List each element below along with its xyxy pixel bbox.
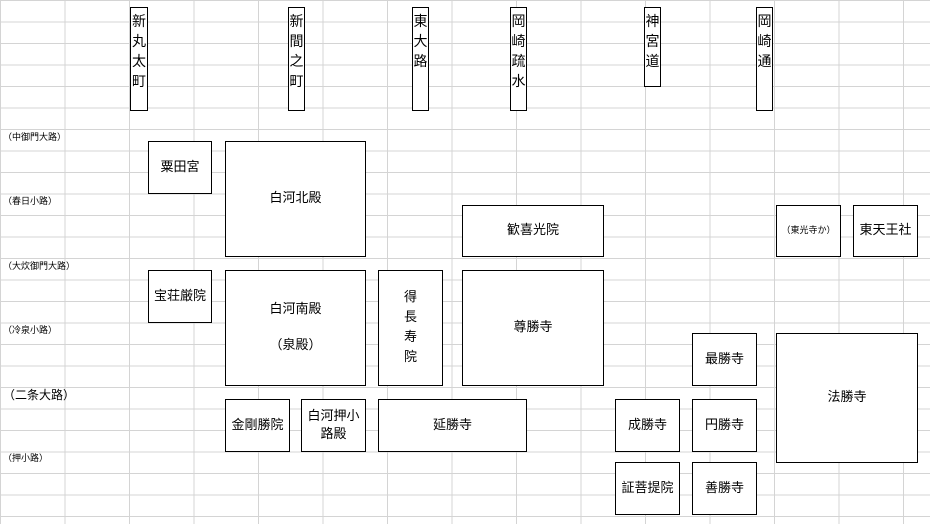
building-char: 得 [403, 290, 417, 305]
building-shirakawa-kitadono: 白河北殿 [225, 141, 366, 257]
building-label: 尊勝寺 [513, 320, 553, 335]
building-tokujuin: 得 長 寿 院 [378, 270, 443, 386]
street-char: 疏 [511, 54, 526, 70]
street-char: 東 [413, 14, 428, 30]
street-okazaki-sosui: 岡 崎 疏 水 [510, 7, 527, 111]
building-label: 白河北殿 [269, 191, 322, 206]
street-char: 岡 [511, 14, 526, 30]
street-char: 宮 [645, 34, 660, 50]
building-enshoji-circle: 円勝寺 [692, 399, 757, 452]
building-label: 路殿 [320, 426, 347, 442]
street-char: 道 [645, 54, 660, 70]
street-char: 町 [289, 74, 304, 90]
street-char: 崎 [757, 34, 772, 50]
street-char: 大 [413, 34, 428, 50]
street-char: 之 [289, 54, 304, 70]
building-char: 院 [403, 350, 417, 365]
street-char: 新 [132, 14, 146, 30]
building-label: 宝荘厳院 [153, 288, 206, 304]
building-hoshogonin: 宝荘厳院 [148, 270, 212, 323]
street-char: 水 [511, 74, 526, 90]
building-char: 長 [403, 310, 417, 325]
building-joshoji: 成勝寺 [615, 399, 680, 452]
street-char: 丸 [132, 34, 146, 50]
street-reizei-koji: （冷泉小路） [3, 326, 58, 336]
street-higashioji: 東 大 路 [412, 7, 429, 111]
building-char: 寿 [403, 330, 417, 345]
street-char: 間 [289, 34, 304, 50]
building-label: 証菩提院 [621, 480, 674, 496]
building-saishoji: 最勝寺 [692, 333, 757, 386]
building-label: 白河押小 [307, 408, 360, 424]
street-oimikado-oji: （大炊御門大路） [3, 262, 76, 272]
street-shin-ainomachi: 新 間 之 町 [288, 7, 305, 111]
building-zenshoji: 善勝寺 [692, 462, 757, 515]
building-label: 白河南殿 [269, 302, 322, 317]
building-shirakawa-oshikojidono: 白河押小 路殿 [301, 399, 366, 452]
street-char: 崎 [511, 34, 526, 50]
building-kankikoin: 歓喜光院 [462, 205, 604, 257]
building-label: （東光寺か） [781, 226, 836, 236]
building-higashitennosha: 東天王社 [853, 205, 918, 257]
street-char: 新 [289, 14, 304, 30]
building-sublabel: （泉殿） [269, 338, 322, 353]
building-sonshoji: 尊勝寺 [462, 270, 604, 386]
building-label: 歓喜光院 [506, 223, 559, 238]
building-label: 円勝寺 [704, 417, 744, 433]
street-nijo-oji: （二条大路） [3, 388, 76, 402]
street-char: 太 [132, 54, 146, 70]
street-okazaki-dori: 岡 崎 通 [756, 7, 773, 111]
building-label: 東天王社 [859, 223, 912, 238]
building-kongoshoin: 金剛勝院 [225, 399, 290, 452]
building-hoshoji: 法勝寺 [776, 333, 918, 463]
street-oshikoji: （押小路） [3, 454, 49, 464]
building-awatanomiya: 粟田宮 [148, 141, 212, 194]
building-label: 延勝寺 [432, 417, 472, 433]
building-label: 粟田宮 [160, 159, 200, 175]
building-shirakawa-minamidono: 白河南殿 （泉殿） [225, 270, 366, 386]
street-kasuga-koji: （春日小路） [3, 197, 58, 207]
street-shin-marutamachi: 新 丸 太 町 [130, 7, 148, 111]
building-label: 法勝寺 [827, 390, 867, 405]
building-shobodaiin: 証菩提院 [615, 462, 680, 515]
street-char: 岡 [757, 14, 772, 30]
building-enshoji: 延勝寺 [378, 399, 527, 452]
building-tokoji-ka: （東光寺か） [776, 205, 841, 257]
street-char: 通 [757, 54, 772, 70]
street-nakamikado-oji: （中御門大路） [3, 133, 67, 143]
building-label: 成勝寺 [627, 417, 667, 433]
street-char: 路 [413, 54, 428, 70]
street-char: 神 [645, 14, 660, 30]
building-label: 善勝寺 [704, 480, 744, 496]
street-char: 町 [132, 74, 146, 90]
building-label: 最勝寺 [704, 351, 744, 367]
street-jingumichi: 神 宮 道 [644, 7, 661, 87]
building-label: 金剛勝院 [231, 417, 284, 433]
